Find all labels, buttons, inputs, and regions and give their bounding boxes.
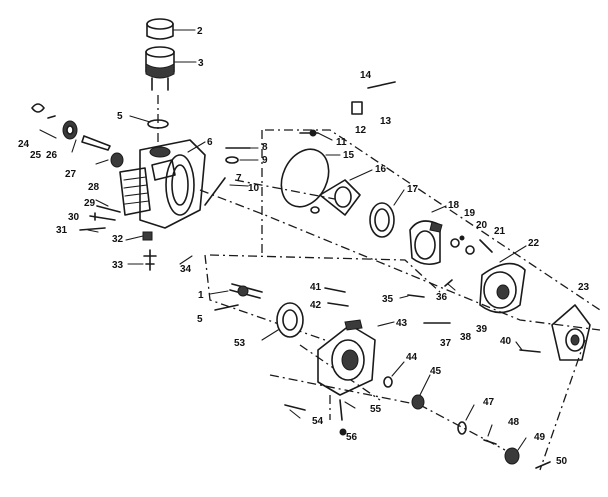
- label-part-53: 53: [234, 338, 246, 349]
- label-part-10: 10: [248, 183, 260, 194]
- label-part-44: 44: [406, 352, 418, 363]
- label-part-9: 9: [262, 155, 268, 166]
- label-part-47: 47: [483, 397, 495, 408]
- label-part-32: 32: [112, 234, 124, 245]
- label-part-19: 19: [464, 208, 476, 219]
- part-end-cover: [479, 262, 526, 314]
- label-part-39: 39: [476, 324, 488, 335]
- label-part-18: 18: [448, 200, 460, 211]
- part-bearing-housing: [409, 220, 443, 266]
- label-part-28: 28: [88, 182, 100, 193]
- part-crankcase: [119, 139, 206, 229]
- label-part-40: 40: [500, 336, 512, 347]
- part-left-cluster: [31, 103, 157, 271]
- label-part-2: 2: [197, 26, 203, 37]
- label-part-54: 54: [312, 416, 324, 427]
- label-part-43: 43: [396, 318, 408, 329]
- label-part-7: 7: [236, 173, 242, 184]
- label-part-50: 50: [556, 456, 568, 467]
- label-part-5-lower: 5: [197, 314, 203, 325]
- label-part-29: 29: [84, 198, 96, 209]
- label-part-1: 1: [198, 290, 204, 301]
- part-shaft: [214, 283, 263, 311]
- label-part-34: 34: [180, 264, 192, 275]
- leader-lines: [39, 29, 527, 451]
- part-labels: 2 3 5 6 8 9 10 11 12 13 14 15 16 17 18 1…: [18, 26, 590, 467]
- part-top-right-parts: [351, 81, 396, 115]
- label-part-6: 6: [207, 137, 213, 148]
- label-part-22: 22: [528, 238, 540, 249]
- part-middle-fasteners: [324, 279, 453, 324]
- label-part-16: 16: [375, 164, 387, 175]
- label-part-23: 23: [578, 282, 590, 293]
- part-cap: [146, 18, 174, 40]
- label-part-55: 55: [370, 404, 382, 415]
- label-part-13: 13: [380, 116, 392, 127]
- label-part-41: 41: [310, 282, 322, 293]
- label-part-27: 27: [65, 169, 77, 180]
- label-part-35: 35: [382, 294, 394, 305]
- label-part-5-upper: 5: [117, 111, 123, 122]
- part-large-o-ring: [280, 148, 330, 208]
- label-part-48: 48: [508, 417, 520, 428]
- part-o-ring-top: [147, 119, 169, 129]
- part-seal-plate: [310, 179, 361, 216]
- part-end-housing: [551, 304, 591, 361]
- part-lower-bolts: [284, 349, 541, 436]
- label-part-30: 30: [68, 212, 80, 223]
- part-bearing-ring: [369, 202, 395, 238]
- label-part-31: 31: [56, 225, 68, 236]
- label-part-38: 38: [460, 332, 472, 343]
- label-part-3: 3: [198, 58, 204, 69]
- label-part-25: 25: [30, 150, 42, 161]
- label-part-21: 21: [494, 226, 506, 237]
- part-seal-ring: [276, 302, 304, 338]
- label-part-17: 17: [407, 184, 419, 195]
- part-front-housing: [317, 319, 376, 396]
- part-pins-upper: [204, 129, 319, 206]
- label-part-20: 20: [476, 220, 488, 231]
- label-part-12: 12: [355, 125, 367, 136]
- label-part-15: 15: [343, 150, 355, 161]
- label-part-8: 8: [262, 142, 268, 153]
- label-part-56: 56: [346, 432, 358, 443]
- part-right-small-parts: [383, 376, 551, 469]
- label-part-49: 49: [534, 432, 546, 443]
- label-part-26: 26: [46, 150, 58, 161]
- label-part-24: 24: [18, 139, 30, 150]
- label-part-45: 45: [430, 366, 442, 377]
- part-breather: [145, 46, 175, 91]
- label-part-33: 33: [112, 260, 124, 271]
- assembly-centerlines: [157, 95, 601, 471]
- label-part-14-top: 14: [360, 70, 372, 81]
- label-part-11: 11: [336, 137, 347, 148]
- label-part-37: 37: [440, 338, 452, 349]
- label-part-42: 42: [310, 300, 322, 311]
- part-small-bolts: [450, 235, 493, 255]
- label-part-36: 36: [436, 292, 448, 303]
